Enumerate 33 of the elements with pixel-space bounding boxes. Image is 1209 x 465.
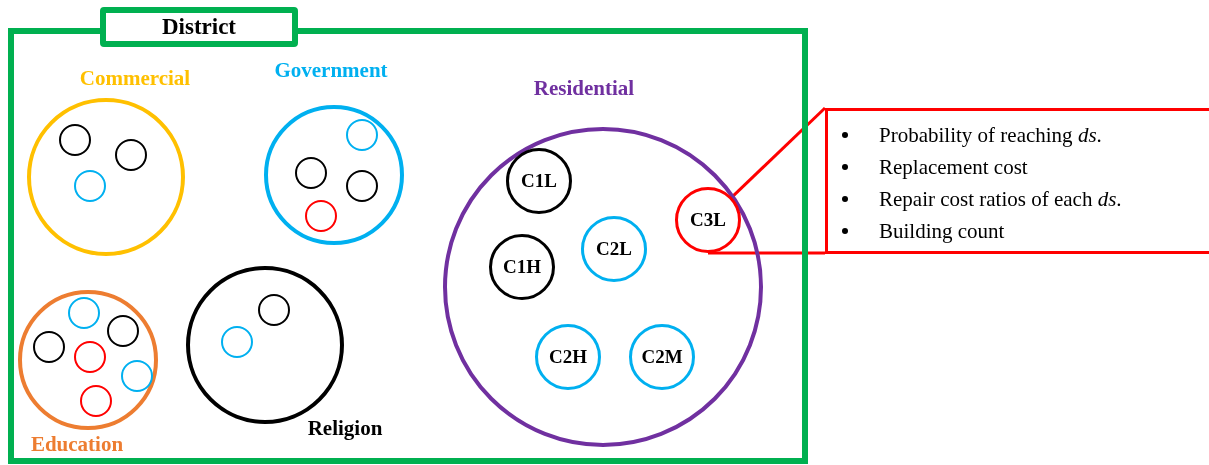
building-class-circle: C2M xyxy=(629,324,695,390)
building-class-circle: C2H xyxy=(535,324,601,390)
building-circle xyxy=(115,139,147,171)
attribute-item: Replacement cost xyxy=(879,155,1028,179)
attribute-callout-box xyxy=(825,108,1209,254)
building-circle xyxy=(305,200,337,232)
building-circle xyxy=(68,297,100,329)
category-label: Residential xyxy=(533,75,635,101)
callout-leader-line xyxy=(708,251,825,255)
building-circle xyxy=(33,331,65,363)
category-label: Government xyxy=(274,57,388,83)
attribute-item: Building count xyxy=(879,219,1005,243)
building-circle xyxy=(107,315,139,347)
building-class-circle: C1L xyxy=(506,148,572,214)
building-circle xyxy=(59,124,91,156)
building-class-circle: C2L xyxy=(581,216,647,282)
district-title-tab: District xyxy=(100,7,298,47)
building-circle xyxy=(258,294,290,326)
building-class-circle: C1H xyxy=(489,234,555,300)
building-circle xyxy=(346,170,378,202)
category-label: Education xyxy=(30,431,124,457)
building-circle xyxy=(74,170,106,202)
building-circle xyxy=(74,341,106,373)
building-circle xyxy=(295,157,327,189)
building-circle xyxy=(80,385,112,417)
category-label: Religion xyxy=(307,415,383,441)
building-circle xyxy=(221,326,253,358)
building-class-circle: C3L xyxy=(675,187,741,253)
building-circle xyxy=(121,360,153,392)
attribute-item: Probability of reaching ds. xyxy=(879,123,1102,147)
attribute-item: Repair cost ratios of each ds. xyxy=(879,187,1122,211)
category-label: Commercial xyxy=(79,65,191,91)
building-circle xyxy=(346,119,378,151)
